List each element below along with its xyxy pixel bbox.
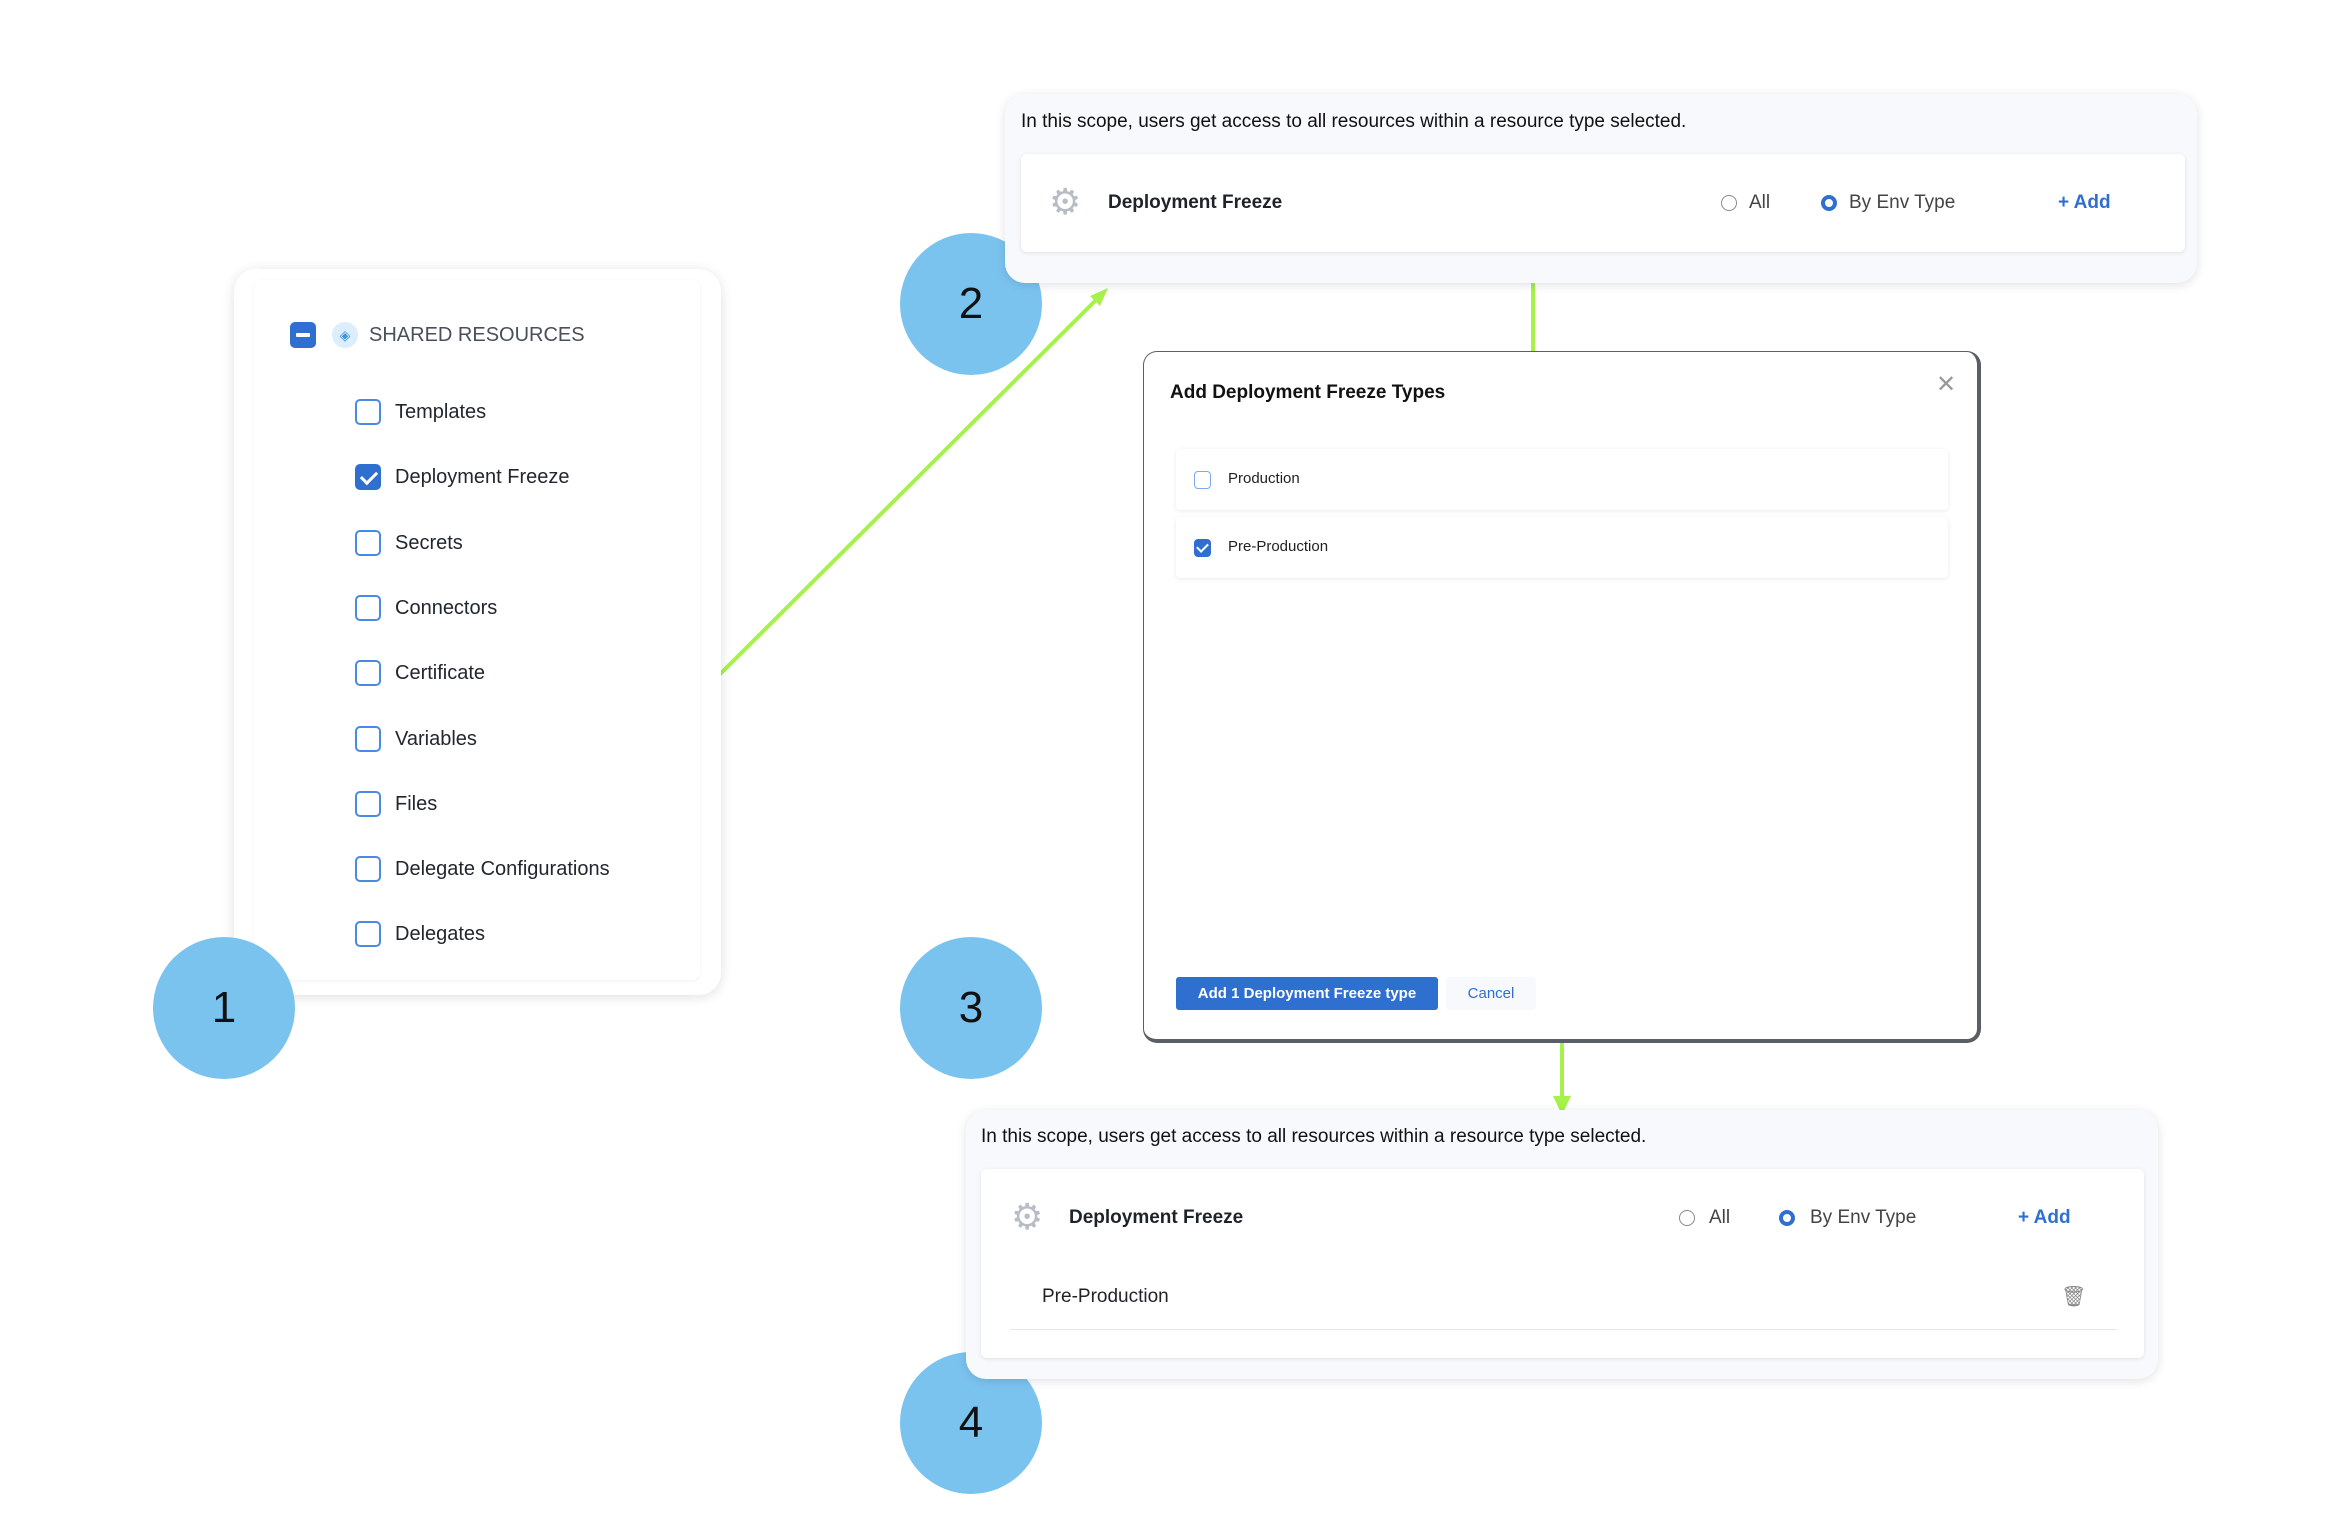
scope-panel-after: In this scope, users get access to all r… [966, 1110, 2158, 1379]
resource-label: Files [395, 792, 438, 815]
scope-description: In this scope, users get access to all r… [1021, 111, 1687, 132]
resource-label: Secrets [395, 531, 463, 554]
confirm-button[interactable]: Add 1 Deployment Freeze type [1176, 977, 1438, 1010]
option-label: Pre-Production [1228, 538, 1329, 555]
add-button[interactable]: + Add [2018, 1207, 2071, 1228]
resource-checkbox[interactable] [355, 464, 381, 491]
section-header: SHARED RESOURCES [369, 324, 585, 346]
trash-icon[interactable]: 🗑 [2061, 1286, 2087, 1308]
gear-icon: ⚙ [1011, 1196, 1044, 1237]
resource-label: Delegate Configurations [395, 858, 610, 881]
scope-panel-before: In this scope, users get access to all r… [1005, 94, 2197, 283]
radio-all[interactable] [1679, 1210, 1695, 1226]
radio-all-label: All [1709, 1207, 1731, 1228]
resource-label: Connectors [395, 596, 498, 619]
resource-label: Variables [395, 727, 477, 750]
option-row-production[interactable]: Production [1176, 449, 1948, 510]
arrow-head-3 [1553, 1096, 1571, 1115]
selected-env-type: Pre-Production [1042, 1286, 1169, 1307]
add-deployment-freeze-types-modal: Add Deployment Freeze Types ✕ Production… [1143, 351, 1981, 1043]
arrow-1-to-2 [692, 296, 1100, 702]
add-button[interactable]: + Add [2058, 192, 2111, 213]
collapse-toggle[interactable] [290, 322, 316, 348]
pre-production-checkbox[interactable] [1194, 539, 1211, 557]
resource-checkbox[interactable] [355, 790, 381, 817]
resource-label: Delegates [395, 923, 486, 946]
production-checkbox[interactable] [1194, 471, 1211, 489]
radio-all[interactable] [1721, 195, 1737, 211]
resource-checkbox[interactable] [355, 725, 381, 752]
resource-checkbox[interactable] [355, 921, 381, 948]
shared-resources-icon: ◈ [332, 322, 358, 348]
resource-title: Deployment Freeze [1108, 192, 1283, 213]
step-1-badge: 1 [153, 937, 295, 1079]
resource-row: ⚙ Deployment Freeze All By Env Type + Ad… [1021, 154, 2185, 252]
divider [1010, 1329, 2117, 1330]
step-3-badge: 3 [900, 937, 1042, 1079]
gear-icon: ⚙ [1049, 181, 1082, 222]
resource-checkbox[interactable] [355, 660, 381, 687]
resource-label: Deployment Freeze [395, 466, 570, 489]
resource-checkbox[interactable] [355, 856, 381, 883]
resource-checkbox[interactable] [355, 529, 381, 556]
resource-checkbox[interactable] [355, 399, 381, 425]
close-icon[interactable]: ✕ [1936, 371, 1957, 398]
radio-by-env-type-label: By Env Type [1810, 1207, 1917, 1228]
resource-title: Deployment Freeze [1069, 1207, 1244, 1228]
radio-all-label: All [1749, 192, 1771, 213]
arrow-head-1 [1090, 288, 1108, 306]
resource-label: Templates [395, 401, 487, 423]
scope-description: In this scope, users get access to all r… [981, 1126, 1647, 1147]
modal-title: Add Deployment Freeze Types [1170, 382, 1446, 403]
radio-by-env-type-label: By Env Type [1849, 192, 1956, 213]
resource-checkbox[interactable] [355, 594, 381, 621]
radio-by-env-type[interactable] [1821, 195, 1837, 211]
radio-by-env-type[interactable] [1779, 1210, 1795, 1226]
step-2-badge: 2 [900, 233, 1042, 375]
resource-row: ⚙ Deployment Freeze All By Env Type + Ad… [981, 1169, 2144, 1358]
option-row-pre-production[interactable]: Pre-Production [1176, 517, 1948, 578]
option-label: Production [1228, 470, 1300, 487]
resource-label: Certificate [395, 662, 486, 685]
cancel-button[interactable]: Cancel [1446, 977, 1536, 1010]
